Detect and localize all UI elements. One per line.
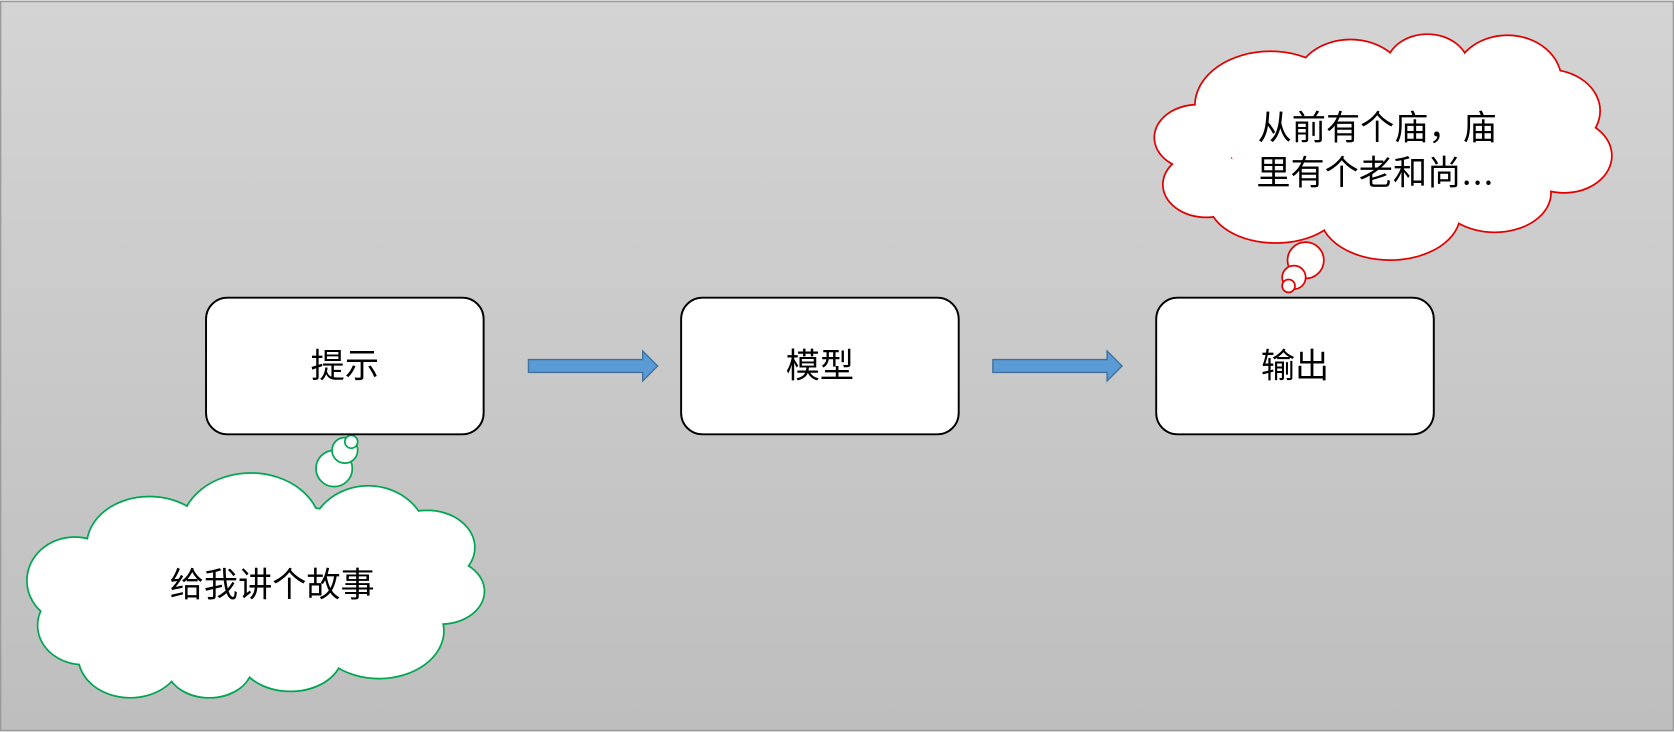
step-prompt-box: 提示: [205, 296, 485, 436]
prompt-thought-bubble: [26, 434, 486, 699]
step-model-box: 模型: [680, 296, 960, 436]
step-output-box: 输出: [1155, 296, 1435, 436]
thought-dot: [343, 434, 359, 450]
thought-dot: [1281, 278, 1296, 294]
output-bubble-line1: 从前有个庙，庙: [1258, 109, 1497, 149]
arrow-right-icon: [992, 349, 1124, 383]
prompt-bubble-text: 给我讲个故事: [170, 566, 375, 606]
step-label: 模型: [786, 347, 854, 387]
arrow-right-icon: [527, 349, 659, 383]
output-bubble-line2: 里有个老和尚...: [1256, 154, 1494, 194]
step-label: 输出: [1261, 347, 1329, 387]
output-thought-bubble: [1153, 33, 1613, 294]
step-label: 提示: [311, 347, 379, 387]
